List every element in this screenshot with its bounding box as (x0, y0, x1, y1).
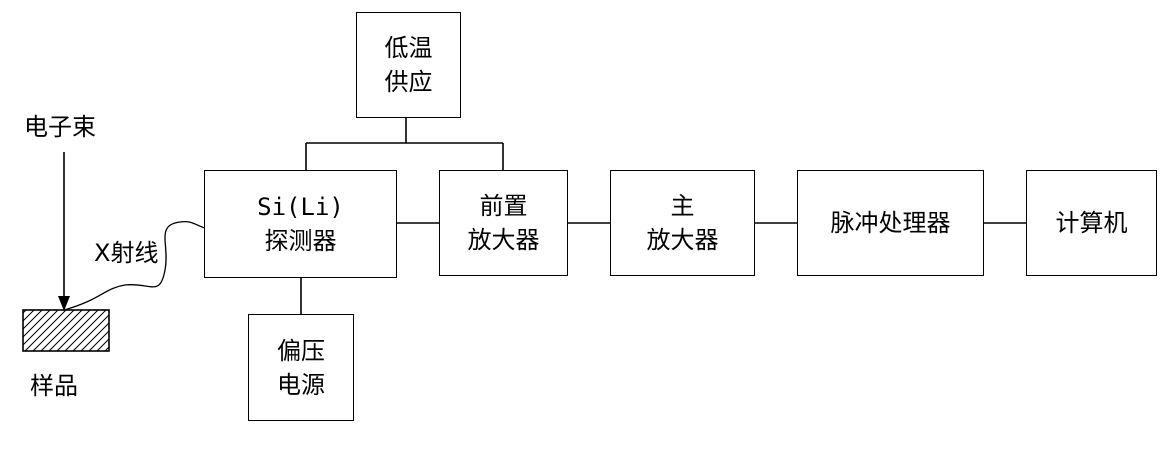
electron-beam-arrowhead (58, 296, 70, 311)
bias-supply-block: 偏压 电源 (248, 314, 354, 421)
detector-line-2: 探测器 (264, 227, 337, 255)
detector-line-1: Si(Li) (257, 193, 344, 221)
xray-label: X射线 (94, 239, 159, 267)
bias-supply-line-1: 偏压 (277, 336, 325, 365)
detector-block: Si(Li) 探测器 (204, 170, 397, 278)
cryo-supply-line-2: 供应 (384, 68, 433, 96)
pulse-processor-block: 脉冲处理器 (797, 170, 984, 276)
cryo-supply-line-1: 低温 (384, 34, 433, 62)
sample-label: 样品 (30, 372, 78, 400)
sample-block (22, 309, 110, 352)
xray-path (63, 220, 206, 311)
main-amplifier-block: 主 放大器 (610, 170, 755, 276)
preamplifier-line-2: 放大器 (467, 226, 540, 254)
main-amplifier-line-2: 放大器 (646, 226, 719, 254)
cryo-supply-block: 低温 供应 (356, 12, 461, 118)
bias-supply-line-2: 电源 (277, 370, 325, 399)
preamplifier-line-1: 前置 (479, 192, 528, 220)
computer-line-1: 计算机 (1055, 209, 1128, 237)
pulse-processor-line-1: 脉冲处理器 (830, 209, 951, 237)
computer-block: 计算机 (1026, 170, 1157, 276)
main-amplifier-line-1: 主 (670, 192, 695, 220)
electron-beam-label: 电子束 (24, 113, 96, 141)
preamplifier-block: 前置 放大器 (439, 170, 568, 276)
